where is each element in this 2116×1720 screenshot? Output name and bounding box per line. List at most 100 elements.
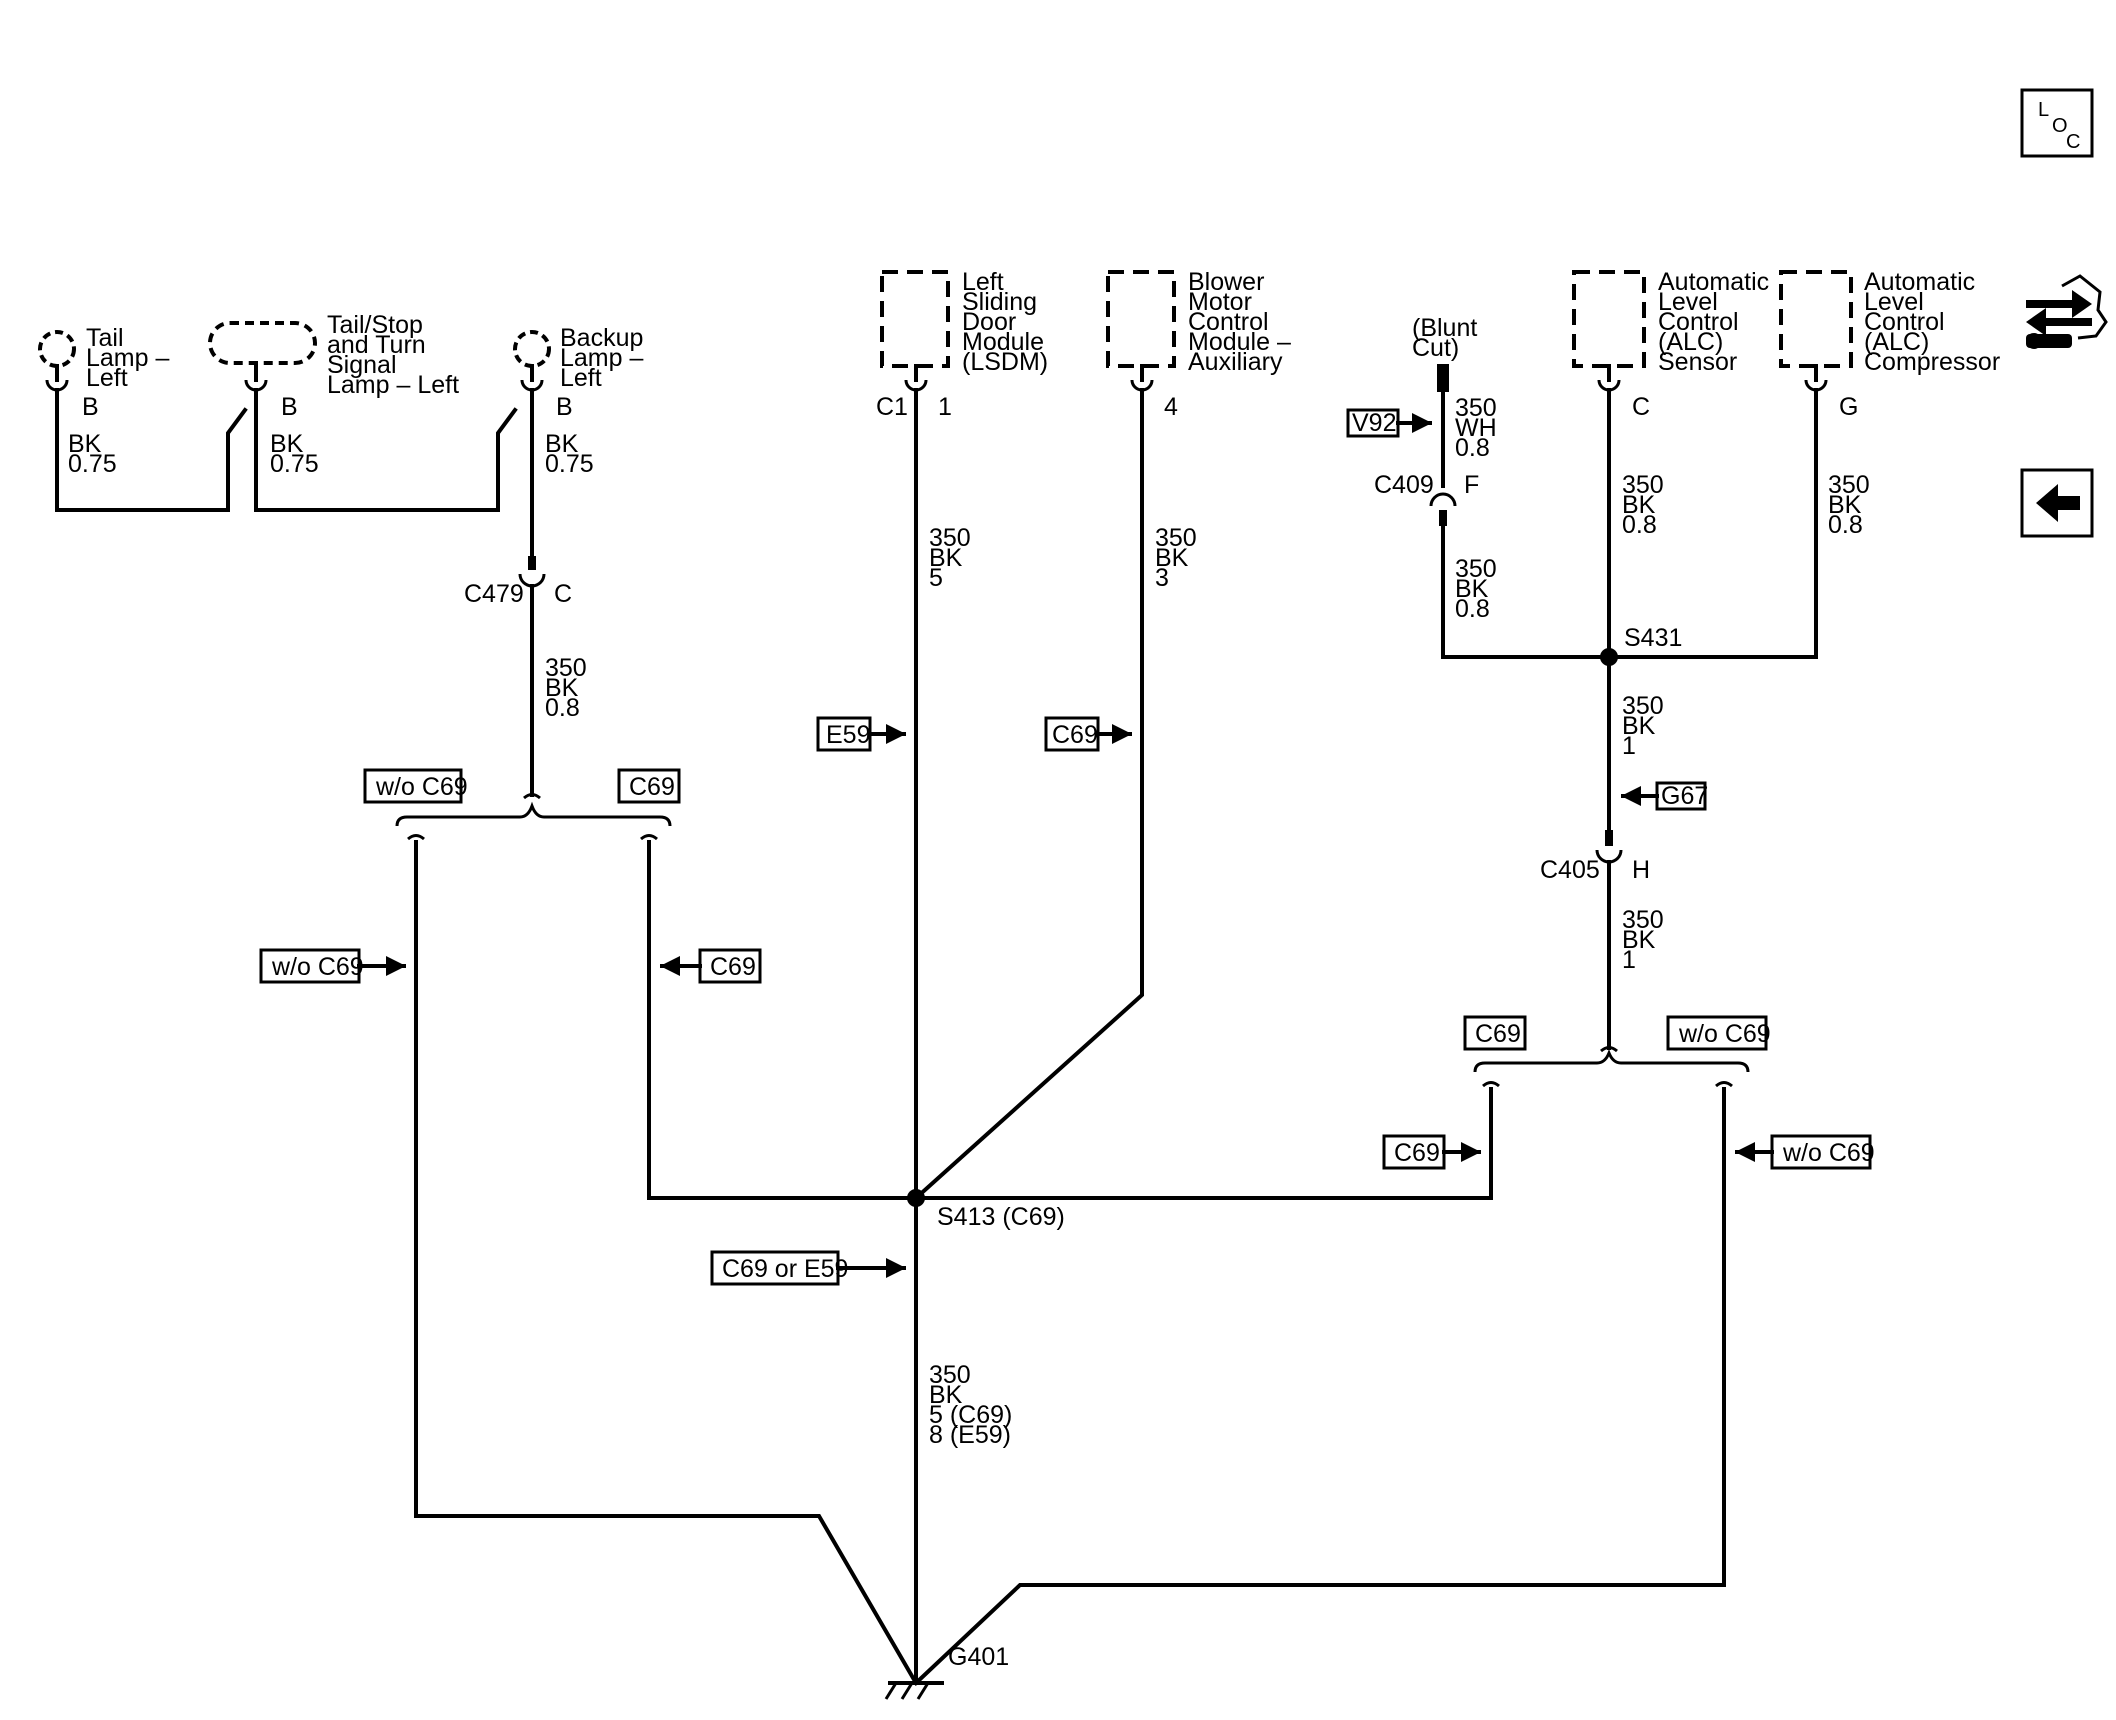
loc-letter-c: C [2066, 131, 2080, 153]
tail-lamp-pin: B [82, 393, 99, 421]
c69-right-box-label: C69 [1475, 1020, 1521, 1048]
alc-compressor-label-3: (ALC) [1864, 328, 1929, 356]
ground-wire-1: BK [929, 1381, 963, 1409]
alc-sensor-wire-2: 0.8 [1622, 511, 1657, 539]
alc-compressor-label-1: Level [1864, 288, 1924, 316]
lsdm-wire-2: 5 [929, 564, 943, 592]
c69-blower-label: C69 [1052, 721, 1098, 749]
ground-wire-3: 8 (E59) [929, 1421, 1011, 1449]
blower-label-4: Auxiliary [1188, 348, 1283, 376]
c479-pin: C [554, 580, 572, 608]
s431-wire-1: BK [1622, 712, 1656, 740]
c479-wire-2: 0.8 [545, 694, 580, 722]
blower-pin: 4 [1164, 393, 1178, 421]
lsdm-module: Left Sliding Door Module (LSDM) C1 1 [876, 268, 1048, 421]
blunt-cut-label-0: (Blunt [1412, 314, 1477, 342]
blunt-cut-end [1437, 364, 1449, 392]
blower-motor-control-module: Blower Motor Control Module – Auxiliary … [1106, 268, 1291, 421]
wo-c69-right-box-label: w/o C69 [1678, 1020, 1771, 1048]
lsdm-wire-1: BK [929, 544, 963, 572]
s413-label: S413 (C69) [937, 1203, 1065, 1231]
alc-sensor-label-2: Control [1658, 308, 1739, 336]
c69-right-box [1463, 1015, 1527, 1051]
blunt-wire-1: WH [1455, 414, 1497, 442]
blunt-wire-2: 0.8 [1455, 434, 1490, 462]
blunt-cut-label-1: Cut) [1412, 334, 1459, 362]
lsdm-label-1: Sliding [962, 288, 1037, 316]
c405-pin: H [1632, 856, 1650, 884]
wo-c69-left-box [363, 768, 463, 804]
s431-wire-0: 350 [1622, 692, 1664, 720]
c405-wire-1: BK [1622, 926, 1656, 954]
backup-wire-size: 0.75 [545, 450, 594, 478]
tail-stop-label-1: and Turn [327, 331, 426, 359]
connector-c479: C479 C [464, 556, 572, 608]
tail-stop-wire-size: 0.75 [270, 450, 319, 478]
tail-lamp-label-1: Lamp – [86, 344, 169, 372]
tail-stop-turn-lamp-left: Tail/Stop and Turn Signal Lamp – Left B [208, 311, 459, 421]
wo-c69-right-arrow-label: w/o C69 [1782, 1139, 1875, 1167]
backup-lamp-pin: B [556, 393, 573, 421]
blower-wire-2: 3 [1155, 564, 1169, 592]
alc-compressor: Automatic Level Control (ALC) Compressor… [1779, 268, 2000, 421]
connector-c409: C409 F [1374, 471, 1479, 526]
loc-letter-l: L [2038, 99, 2049, 121]
ground-wire-0: 350 [929, 1361, 971, 1389]
alc-compressor-wire-0: 350 [1828, 471, 1870, 499]
c479-name: C479 [464, 580, 524, 608]
lsdm-connector: C1 [876, 393, 908, 421]
alc-sensor: Automatic Level Control (ALC) Sensor C [1572, 268, 1769, 421]
ground-g401-icon [884, 1681, 944, 1700]
alc-sensor-wire-0: 350 [1622, 471, 1664, 499]
alc-sensor-wire-1: BK [1622, 491, 1656, 519]
g67-label: G67 [1661, 782, 1708, 810]
lsdm-label-3: Module [962, 328, 1044, 356]
c69-or-e59-box [710, 1250, 840, 1286]
tail-lamp-label-2: Left [86, 364, 128, 392]
connector-c405: C405 H [1540, 830, 1650, 884]
alc-compressor-label-4: Compressor [1864, 348, 2000, 376]
alc-sensor-label-3: (ALC) [1658, 328, 1723, 356]
left-option-brace [395, 801, 672, 827]
connector-icon[interactable] [2026, 274, 2108, 349]
c479-wire-0: 350 [545, 654, 587, 682]
back-arrow-icon[interactable] [2020, 468, 2094, 538]
tail-lamp-label-0: Tail [86, 324, 124, 352]
lsdm-wire-0: 350 [929, 524, 971, 552]
alc-sensor-label-0: Automatic [1658, 268, 1769, 296]
wo-c69-right-arrow-box [1770, 1134, 1872, 1170]
blower-label-2: Control [1188, 308, 1269, 336]
wo-c69-left-box-label: w/o C69 [375, 773, 468, 801]
blower-label-3: Module – [1188, 328, 1291, 356]
c69-left-box [617, 768, 681, 804]
c409-name: C409 [1374, 471, 1434, 499]
c479-wire-1: BK [545, 674, 579, 702]
lsdm-label-2: Door [962, 308, 1016, 336]
lsdm-label-4: (LSDM) [962, 348, 1048, 376]
tail-stop-label-3: Lamp – Left [327, 371, 459, 399]
wo-c69-left-arrow-label: w/o C69 [271, 953, 364, 981]
loc-icon[interactable]: L O C [2020, 88, 2094, 158]
blower-wire-1: BK [1155, 544, 1189, 572]
alc-sensor-pin: C [1632, 393, 1650, 421]
loc-letter-o: O [2052, 115, 2068, 137]
c69-left-arrow-label: C69 [710, 953, 756, 981]
s431-wire-2: 1 [1622, 732, 1636, 760]
alc-compressor-label-0: Automatic [1864, 268, 1975, 296]
tail-lamp-wire-size: 0.75 [68, 450, 117, 478]
v92-label: V92 [1352, 409, 1396, 437]
ground-wire-2: 5 (C69) [929, 1401, 1012, 1429]
alc-compressor-wire-2: 0.8 [1828, 511, 1863, 539]
ground-label: G401 [948, 1643, 1009, 1671]
right-option-brace [1473, 1048, 1750, 1073]
c409-wire-2: 0.8 [1455, 595, 1490, 623]
backup-lamp-label-0: Backup [560, 324, 643, 352]
backup-lamp-label-1: Lamp – [560, 344, 643, 372]
backup-wire-color: BK [545, 430, 579, 458]
blower-label-1: Motor [1188, 288, 1252, 316]
blower-wire-0: 350 [1155, 524, 1197, 552]
e59-label: E59 [826, 721, 870, 749]
alc-sensor-label-1: Level [1658, 288, 1718, 316]
tail-stop-pin: B [281, 393, 298, 421]
